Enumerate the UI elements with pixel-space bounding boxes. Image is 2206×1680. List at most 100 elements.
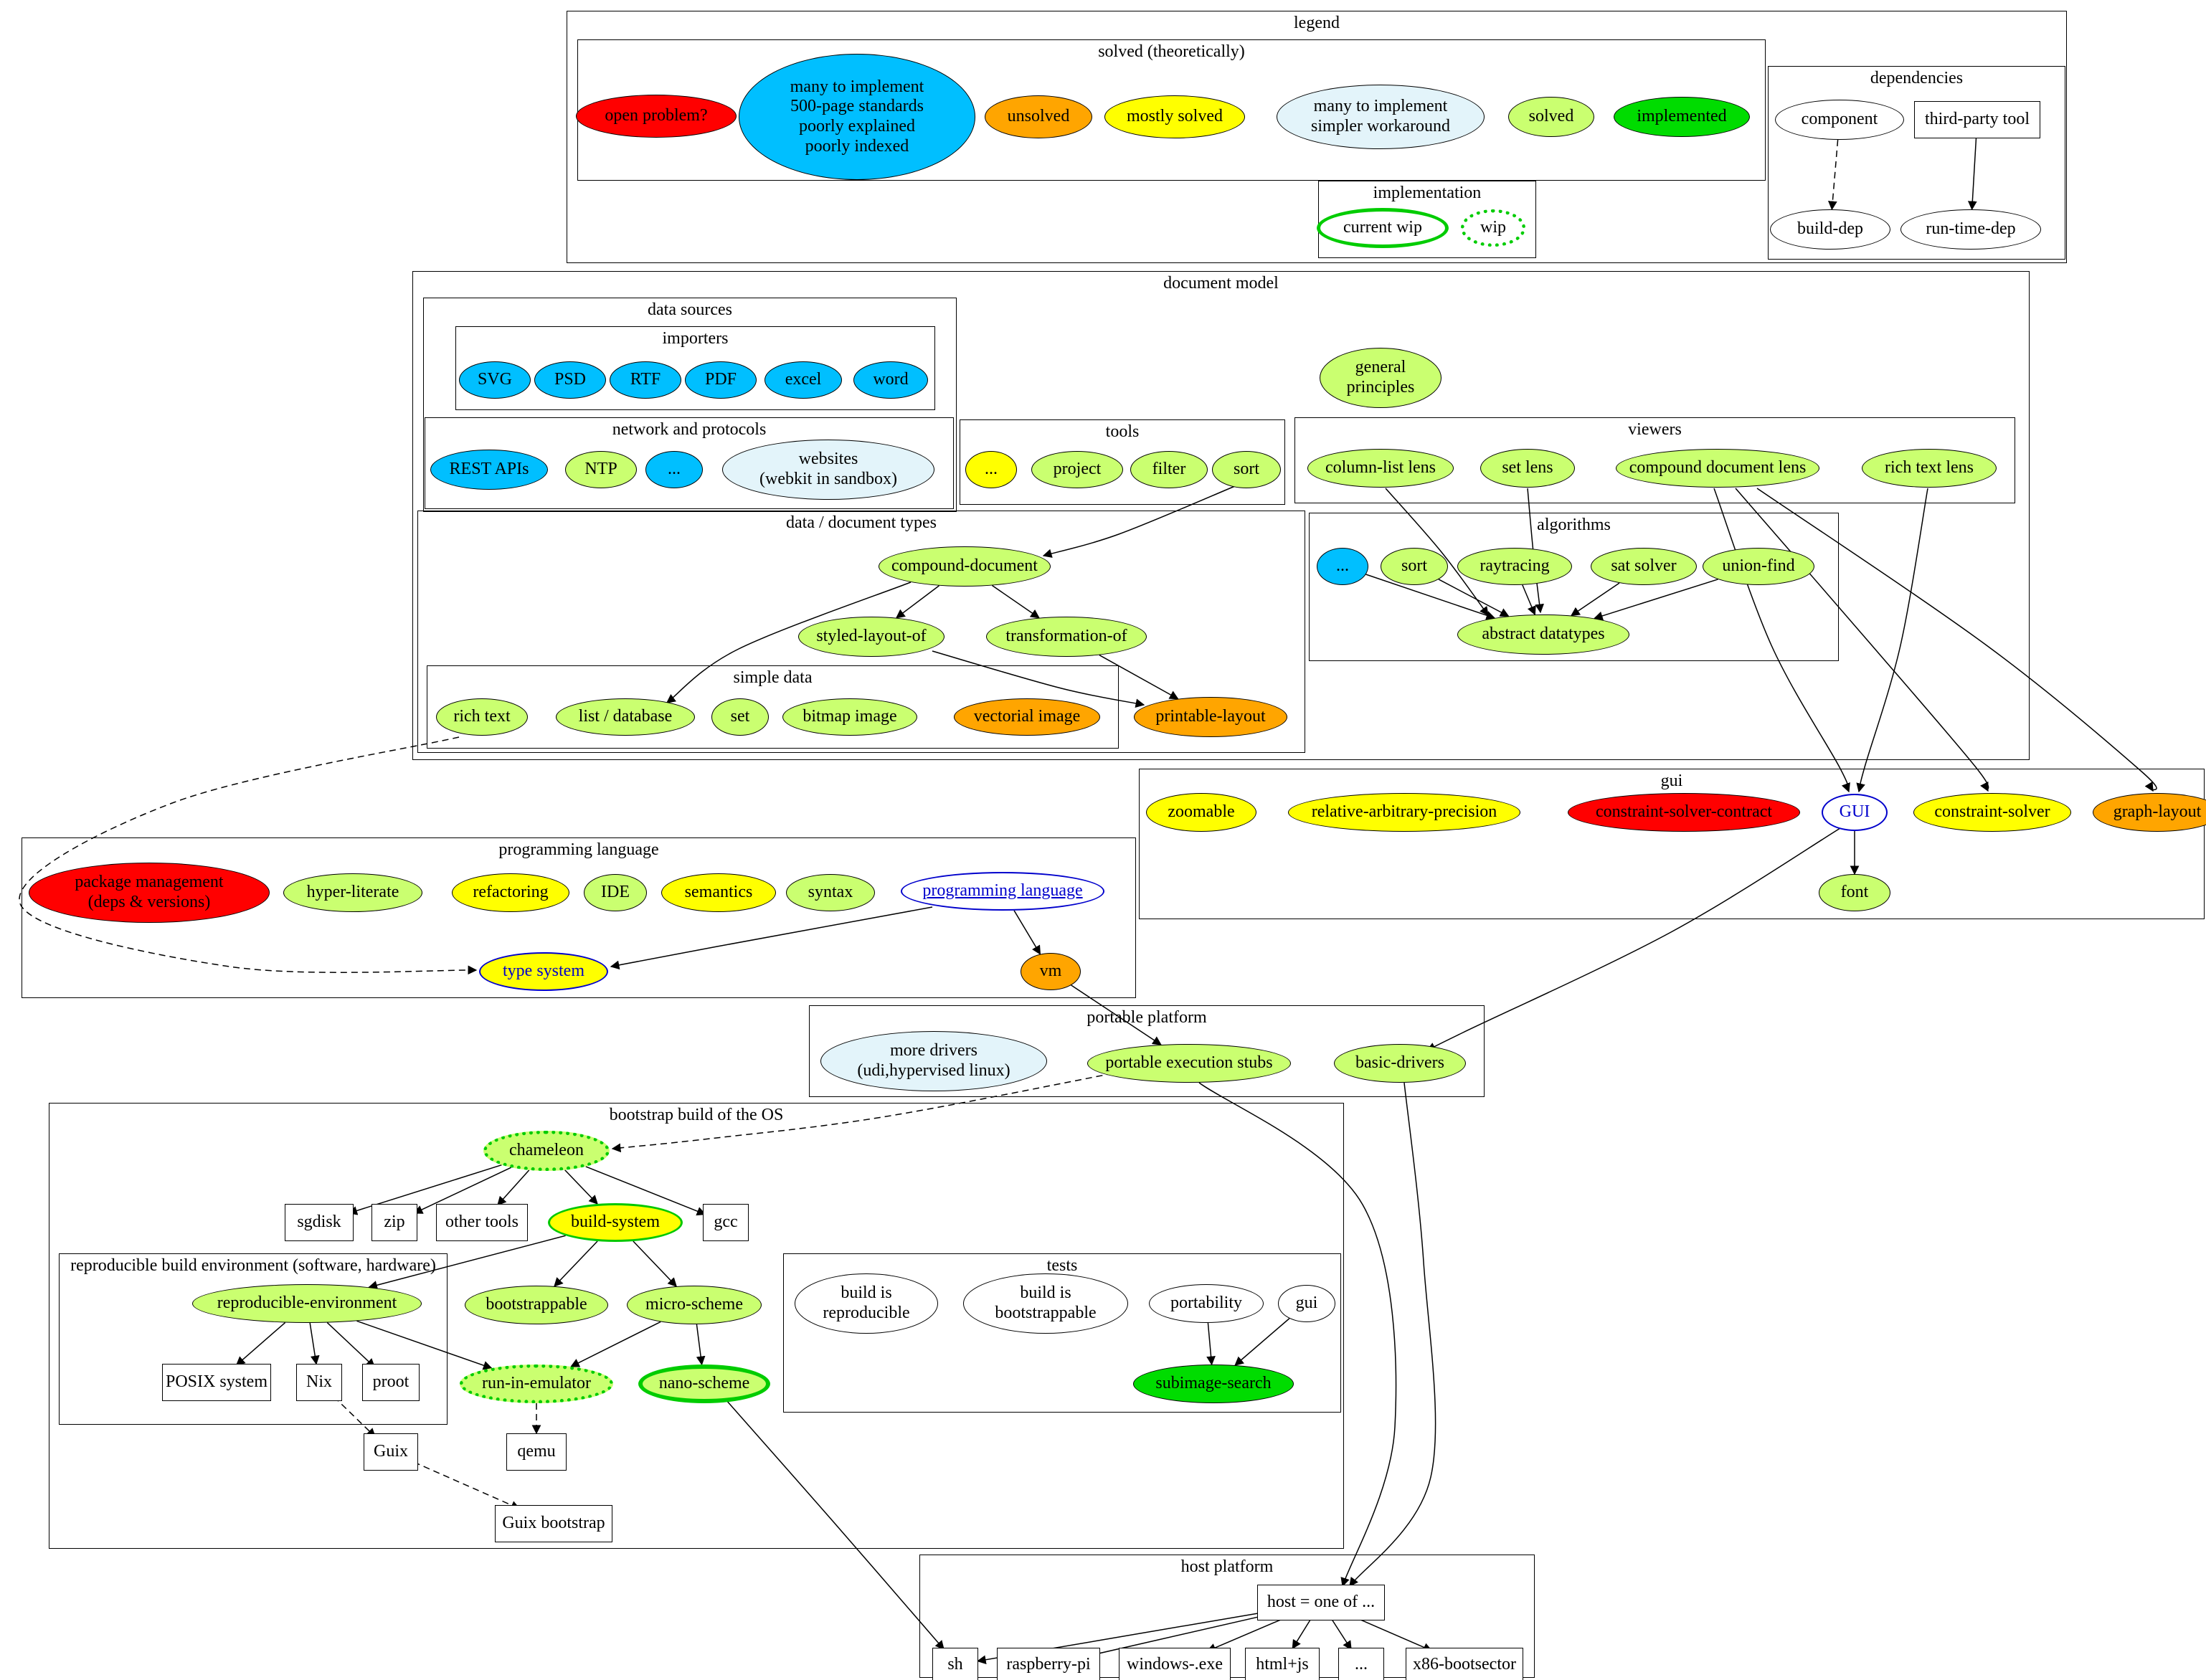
- cluster-simple-data-label: simple data: [733, 668, 813, 687]
- node-relative-arbitrary-precision-label: relative-arbitrary-precision: [1311, 802, 1497, 822]
- node-many-workaround-label: many to implement simpler workaround: [1311, 97, 1450, 136]
- node-semantics: semantics: [661, 873, 776, 912]
- node-build-is-reproducible: build is reproducible: [795, 1273, 938, 1334]
- node-component: component: [1775, 100, 1904, 140]
- node-sgdisk: sgdisk: [285, 1204, 354, 1241]
- node-network-ellipsis-label: ...: [668, 460, 681, 479]
- node-run-time-dep: run-time-dep: [1900, 209, 2041, 250]
- node-current-wip-label: current wip: [1343, 218, 1422, 237]
- node-bootstrappable: bootstrappable: [465, 1286, 608, 1324]
- node-syntax-label: syntax: [808, 883, 853, 902]
- node-posix-system: POSIX system: [162, 1364, 271, 1401]
- cluster-dependencies-label: dependencies: [1870, 69, 1964, 87]
- node-build-is-bootstrappable-label: build is bootstrappable: [995, 1283, 1097, 1322]
- node-programming-language[interactable]: programming language: [901, 872, 1104, 911]
- node-open-problem: open problem?: [576, 95, 737, 138]
- node-filter-label: filter: [1152, 460, 1186, 479]
- cluster-network-and-protocols-label: network and protocols: [612, 420, 767, 439]
- node-nano-scheme-label: nano-scheme: [658, 1374, 750, 1393]
- node-graph-layout: graph-layout: [2093, 793, 2206, 832]
- node-abstract-datatypes-label: abstract datatypes: [1482, 625, 1605, 644]
- node-printable-layout-label: printable-layout: [1155, 707, 1266, 726]
- node-constraint-solver-contract-label: constraint-solver-contract: [1595, 802, 1773, 822]
- node-package-management-label: package management (deps & versions): [75, 873, 224, 911]
- node-other-tools: other tools: [436, 1204, 528, 1241]
- node-vm-label: vm: [1039, 962, 1062, 981]
- node-implemented: implemented: [1614, 97, 1750, 137]
- node-refactoring-label: refactoring: [473, 883, 549, 902]
- node-pdf-importer-label: PDF: [704, 370, 737, 389]
- node-union-find: union-find: [1703, 548, 1814, 585]
- cluster-implementation: implementation: [1318, 181, 1536, 258]
- node-rtf-importer-label: RTF: [630, 370, 661, 389]
- node-relative-arbitrary-precision: relative-arbitrary-precision: [1288, 793, 1520, 832]
- node-open-problem-label: open problem?: [605, 106, 708, 125]
- node-nano-scheme: nano-scheme: [638, 1365, 770, 1403]
- node-word-importer-label: word: [873, 370, 909, 389]
- node-graph-layout-label: graph-layout: [2113, 802, 2202, 822]
- node-websites-label: websites (webkit in sandbox): [759, 450, 897, 488]
- node-rich-text-label: rich text: [453, 707, 511, 726]
- node-algo-sort: sort: [1381, 548, 1448, 585]
- cluster-solved-theoretically-label: solved (theoretically): [1098, 42, 1245, 61]
- node-gui-node[interactable]: GUI: [1822, 794, 1888, 831]
- node-bitmap-image-label: bitmap image: [803, 707, 897, 726]
- node-type-system[interactable]: type system: [479, 952, 608, 991]
- node-compound-document: compound-document: [879, 546, 1051, 587]
- node-portable-execution-stubs-label: portable execution stubs: [1105, 1053, 1273, 1073]
- node-current-wip: current wip: [1317, 208, 1449, 248]
- node-zoomable: zoomable: [1146, 793, 1256, 832]
- node-more-drivers: more drivers (udi,hypervised linux): [820, 1031, 1047, 1091]
- cluster-algorithms: algorithms: [1309, 513, 1839, 661]
- node-build-dep-label: build-dep: [1797, 219, 1863, 239]
- node-chameleon: chameleon: [483, 1131, 610, 1171]
- node-zip-label: zip: [384, 1212, 405, 1232]
- cluster-legend: legend: [567, 11, 2067, 263]
- node-sgdisk-label: sgdisk: [297, 1212, 341, 1232]
- node-rest-apis: REST APIs: [430, 450, 548, 490]
- node-run-in-emulator: run-in-emulator: [460, 1365, 613, 1403]
- node-package-management: package management (deps & versions): [29, 863, 270, 923]
- node-general-principles: general principles: [1320, 348, 1442, 408]
- node-set-lens-label: set lens: [1502, 458, 1553, 478]
- node-type-system-label: type system: [503, 962, 584, 981]
- node-union-find-label: union-find: [1722, 556, 1795, 576]
- cluster-algorithms-label: algorithms: [1537, 516, 1611, 534]
- node-basic-drivers: basic-drivers: [1334, 1044, 1466, 1083]
- node-windows-exe-label: windows-.exe: [1127, 1655, 1223, 1674]
- cluster-data-sources-label: data sources: [648, 300, 732, 319]
- node-proot-label: proot: [372, 1372, 410, 1392]
- node-rich-text-lens: rich text lens: [1862, 449, 1997, 488]
- node-nix: Nix: [296, 1364, 342, 1401]
- cluster-importers: importers: [455, 326, 935, 410]
- node-project-label: project: [1053, 460, 1102, 479]
- node-constraint-solver: constraint-solver: [1913, 793, 2071, 832]
- node-build-system: build-system: [548, 1203, 683, 1242]
- node-subimage-search: subimage-search: [1133, 1365, 1294, 1403]
- node-vm: vm: [1021, 953, 1081, 990]
- node-zoomable-label: zoomable: [1168, 802, 1235, 822]
- node-html-js-label: html+js: [1256, 1655, 1309, 1674]
- node-solved-label: solved: [1528, 107, 1574, 126]
- node-third-party-tool: third-party tool: [1914, 101, 2040, 138]
- cluster-gui: gui: [1139, 769, 2205, 919]
- node-styled-layout-of-label: styled-layout-of: [816, 627, 927, 646]
- node-qemu-label: qemu: [517, 1442, 556, 1461]
- node-run-time-dep-label: run-time-dep: [1926, 219, 2016, 239]
- node-transformation-of-label: transformation-of: [1005, 627, 1127, 646]
- cluster-portable-platform-label: portable platform: [1087, 1008, 1207, 1027]
- node-basic-drivers-label: basic-drivers: [1355, 1053, 1444, 1073]
- node-ide-label: IDE: [601, 883, 630, 902]
- node-raytracing: raytracing: [1457, 548, 1572, 585]
- node-constraint-solver-label: constraint-solver: [1934, 802, 2050, 822]
- cluster-data-document-types-label: data / document types: [786, 513, 937, 532]
- cluster-tests-label: tests: [1046, 1256, 1078, 1275]
- node-component-label: component: [1801, 110, 1878, 129]
- node-portability-label: portability: [1170, 1294, 1242, 1313]
- cluster-dependencies: dependencies: [1768, 66, 2065, 260]
- cluster-solved-theoretically: solved (theoretically): [577, 39, 1766, 181]
- node-constraint-solver-contract: constraint-solver-contract: [1568, 793, 1800, 832]
- node-portable-execution-stubs: portable execution stubs: [1087, 1044, 1291, 1083]
- node-filter: filter: [1130, 451, 1208, 488]
- node-hyper-literate: hyper-literate: [283, 873, 422, 912]
